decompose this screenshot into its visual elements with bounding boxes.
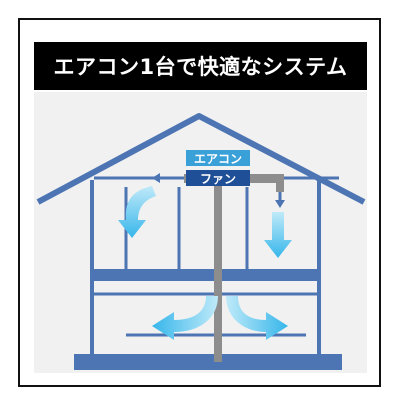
ground-slab (74, 354, 342, 370)
duct-right (222, 174, 284, 183)
air-flow-arrow-lower-left (152, 296, 218, 340)
roof-line (36, 113, 366, 205)
duct-right-drop (276, 174, 284, 192)
diagram-frame: エアコン1台で快適なシステム (18, 18, 381, 387)
air-flow-arrow-upper-left (118, 186, 156, 238)
house-illustration (36, 113, 366, 370)
air-flow-arrow-lower-right (226, 296, 288, 340)
floor-slab (92, 269, 321, 281)
outlet-arrowhead-left (152, 173, 160, 183)
fan-label: ファン (186, 170, 250, 186)
diagram-title: エアコン1台で快適なシステム (34, 42, 367, 90)
vertical-duct (214, 172, 222, 362)
house-illustration-panel: エアコン ファン (34, 92, 367, 373)
outlet-arrowhead-right (275, 200, 285, 208)
aircon-label: エアコン (186, 150, 250, 166)
air-flow-arrow-upper-right (264, 212, 292, 258)
